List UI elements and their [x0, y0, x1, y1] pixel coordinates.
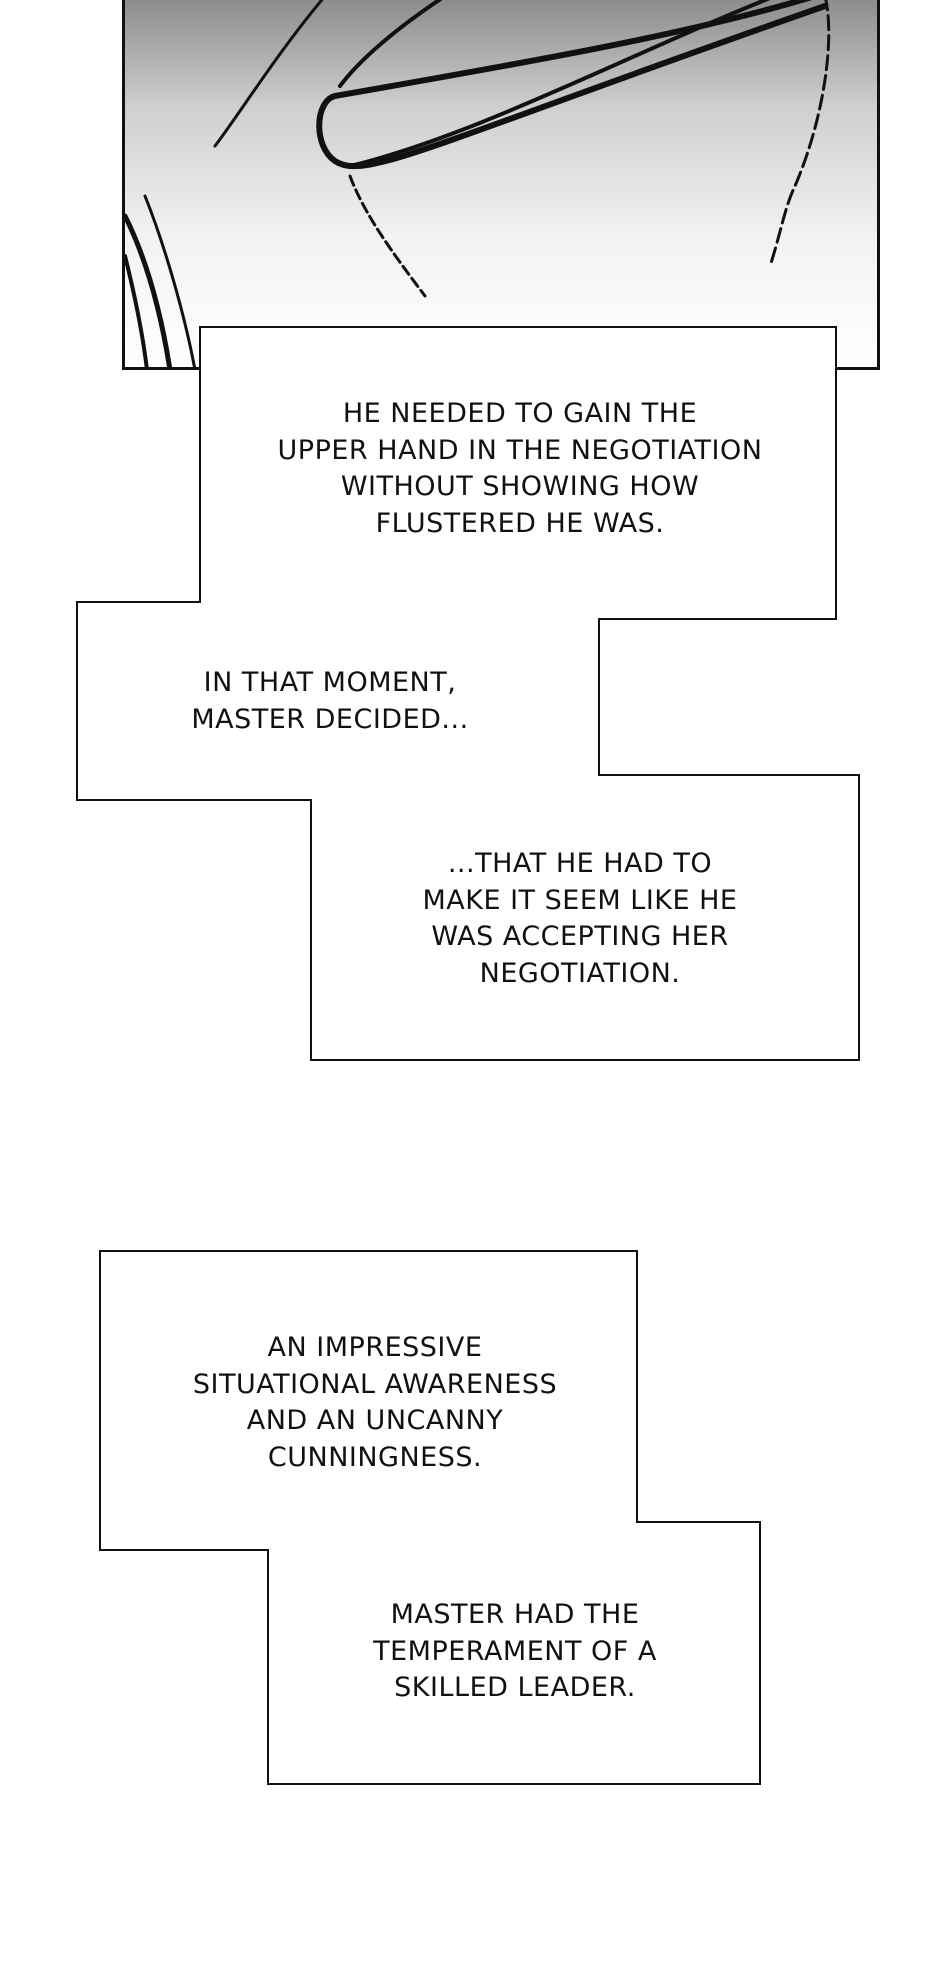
caption-text-3: ...THAT HE HAD TO MAKE IT SEEM LIKE HE W… — [422, 848, 738, 989]
ink-strokes — [125, 0, 831, 367]
caption-text-4: AN IMPRESSIVE SITUATIONAL AWARENESS AND … — [192, 1332, 558, 1473]
illustration-panel — [122, 0, 880, 370]
caption-box-group-1 — [76, 326, 860, 1061]
caption-box-group-2 — [99, 1250, 761, 1785]
caption-text-1: HE NEEDED TO GAIN THE UPPER HAND IN THE … — [277, 398, 763, 539]
caption-text-5: MASTER HAD THE TEMPERAMENT OF A SKILLED … — [373, 1599, 657, 1703]
caption-text-2: IN THAT MOMENT, MASTER DECIDED... — [191, 667, 469, 735]
